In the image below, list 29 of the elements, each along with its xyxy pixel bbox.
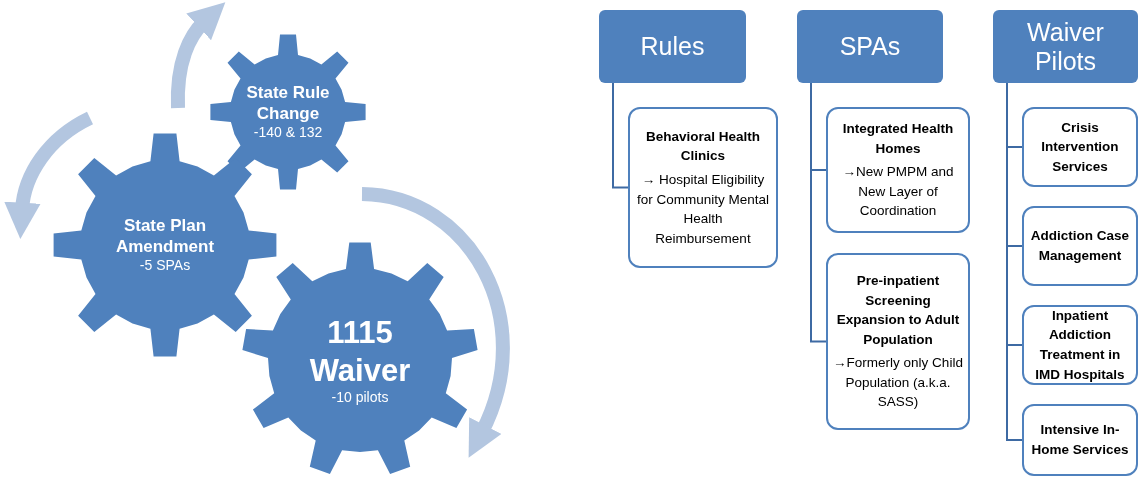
gear-title: State Plan Amendment — [114, 216, 216, 257]
item-title: Crisis Intervention Services — [1040, 118, 1120, 176]
item-title: Behavioral Health Clinics — [644, 127, 761, 166]
item-title: Inpatient Addiction Treatment in IMD Hospitals — [1034, 306, 1126, 384]
category-header: SPAs — [797, 10, 943, 83]
gear-note: -10 pilots — [331, 388, 389, 406]
gear-title: State Rule Change — [245, 83, 331, 124]
item-detail: → Hospital Eligibility for Community Mental Health Reimbursement — [635, 170, 770, 248]
item-card — [1022, 206, 1138, 286]
item-card — [1022, 107, 1138, 187]
category-header: Waiver Pilots — [993, 10, 1138, 83]
item-card — [826, 107, 970, 233]
item-card — [826, 253, 970, 430]
item-title: Addiction Case Management — [1029, 227, 1131, 265]
item-detail: →Formerly only Child Population (a.k.a. SASS) — [833, 354, 963, 412]
gear-note: -5 SPAs — [139, 257, 191, 274]
item-card — [1022, 404, 1138, 476]
connector-line — [810, 82, 827, 343]
connector-line — [1006, 82, 1023, 441]
item-card — [628, 107, 778, 268]
connector-line — [612, 82, 629, 189]
gear-title: 1115 Waiver — [308, 314, 412, 389]
item-detail: →New PMPM and New Layer of Coordination — [841, 163, 955, 221]
item-title: Pre-inpatient Screening Expansion to Adult Population — [835, 272, 961, 349]
category-header: Rules — [599, 10, 746, 83]
item-title: Intensive In-Home Services — [1030, 421, 1130, 459]
item-card — [1022, 305, 1138, 385]
item-title: Integrated Health Homes — [841, 120, 955, 158]
gear-note: -140 & 132 — [253, 124, 323, 141]
